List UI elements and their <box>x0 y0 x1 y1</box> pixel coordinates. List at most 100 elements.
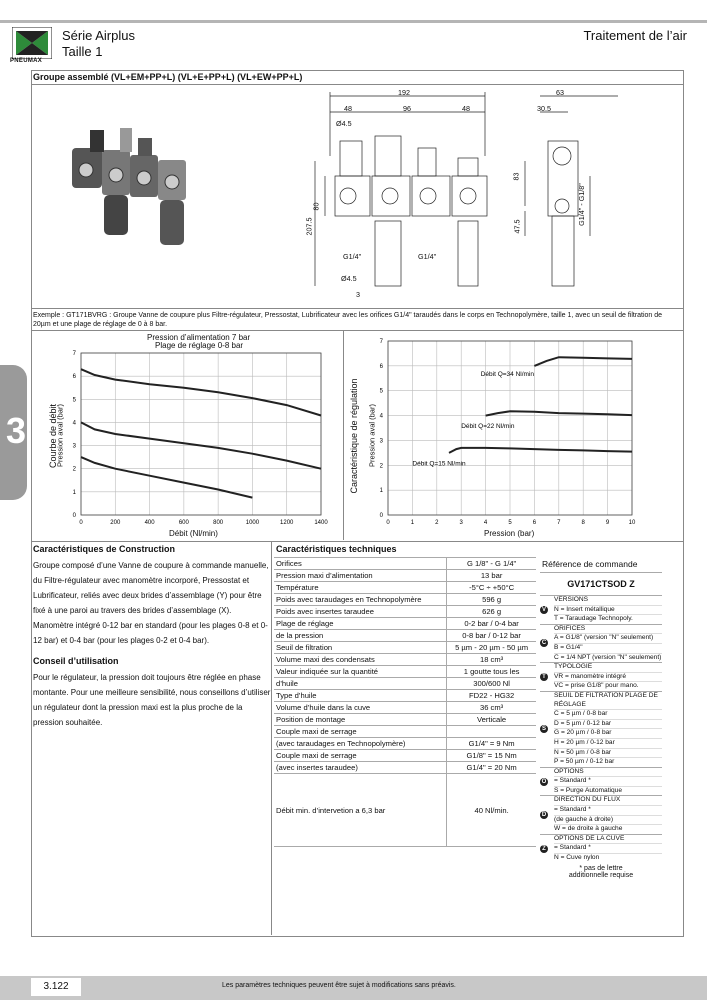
dim-port-left: G1/4" <box>343 252 362 261</box>
footer-bar <box>0 976 707 1000</box>
spec-value: 1 goutte tous les <box>446 665 536 678</box>
y-tick-label: 0 <box>73 513 77 519</box>
construction-text: Groupe composé d’une Vanne de coupure à … <box>33 561 269 645</box>
x-tick-label: 0 <box>79 520 83 526</box>
dim-96: 96 <box>403 104 411 113</box>
spec-value: 13 bar <box>446 569 536 582</box>
reference-badge: Z <box>540 844 548 853</box>
advice-text: Pour le régulateur, la pression doit tou… <box>33 673 271 727</box>
x-tick-label: 8 <box>582 520 586 526</box>
x-tick-label: 3 <box>460 520 464 526</box>
y-tick-label: 7 <box>380 339 384 345</box>
series-line <box>80 368 322 417</box>
section-title: Groupe assemblé (VL+EM+PP+L) (VL+E+PP+L)… <box>33 72 303 82</box>
brand-label: PNEUMAX <box>10 58 43 64</box>
y-tick-label: 4 <box>73 420 77 426</box>
reference-note-2: additionnelle requise <box>568 871 634 879</box>
x-tick-label: 1200 <box>280 520 294 526</box>
y-tick-label: 5 <box>73 397 77 403</box>
reference-badge: D <box>540 811 548 820</box>
product-image <box>72 128 186 245</box>
regulation-chart: Caractéristique de régulation Pression a… <box>344 331 682 540</box>
divider <box>31 330 683 331</box>
series-line <box>80 456 253 499</box>
spec-label: (avec insertes taraudee) <box>274 761 447 774</box>
flow-chart: Pression d’alimentation 7 bar Plage de r… <box>31 331 343 540</box>
x-tick-label: 800 <box>213 520 224 526</box>
dim-192: 192 <box>398 88 410 97</box>
y-tick-label: 2 <box>380 463 384 469</box>
x-tick-label: 400 <box>145 520 156 526</box>
spec-value: -5°C ÷ +50°C <box>446 581 536 594</box>
divider <box>31 308 683 309</box>
chart1-subtitle: Plage de réglage 0-8 bar <box>155 341 244 350</box>
reference-option: B = G1/4" <box>554 642 662 653</box>
chart1-xlabel: Débit (Nl/min) <box>169 529 218 538</box>
x-tick-label: 9 <box>606 520 610 526</box>
plot-frame <box>387 340 633 516</box>
reference-badge: T <box>540 673 548 682</box>
y-tick-label: 2 <box>73 467 77 473</box>
reference-group-title: VERSIONS <box>554 596 589 603</box>
spec-label: Volume maxi des condensats <box>274 653 447 666</box>
size-title: Taille 1 <box>62 44 103 59</box>
spec-label: Plage de réglage <box>274 617 447 630</box>
dim-80: 80 <box>311 202 321 211</box>
dimension-drawing <box>314 92 618 287</box>
chart2-xlabel: Pression (bar) <box>484 529 535 538</box>
divider <box>343 331 344 540</box>
y-tick-label: 1 <box>380 488 384 494</box>
spec-label: Poids avec insertes taraudee <box>274 605 447 618</box>
spec-label: Couple maxi de serrage <box>274 749 447 762</box>
dim-3: 3 <box>356 290 360 299</box>
header-rule <box>0 20 707 23</box>
reference-badge: C <box>540 639 548 648</box>
series-line <box>80 421 322 470</box>
reference-option: T = Taraudage Technopoly. <box>554 614 662 624</box>
chart1-title: Pression d’alimentation 7 bar <box>147 333 251 342</box>
reference-note-1: * pas de lettre <box>579 864 623 872</box>
spec-value: 300/600 Nl <box>446 677 536 690</box>
reference-group-title: OPTIONS <box>554 767 584 775</box>
reference-option: C = 1/4 NPT (version "N" seulement) <box>554 652 662 661</box>
spec-row: (avec taraudages en Technopolymère)G1/4"… <box>274 737 536 750</box>
reference-option: C = 5 µm / 0-8 bar <box>554 709 662 719</box>
example-text: Exemple : GT171BVRG : Groupe Vanne de co… <box>33 312 663 328</box>
reference-group-title: SEUIL DE FILTRATION PLAGE DE RÉGLAGE <box>554 691 658 708</box>
construction-title: Caractéristiques de Construction <box>33 544 176 554</box>
reference-option: (de gauche à droite) <box>554 814 662 825</box>
page-number: 3.122 <box>31 978 81 996</box>
spec-label: Position de montage <box>274 713 447 726</box>
x-tick-label: 0 <box>386 520 390 526</box>
x-tick-label: 7 <box>557 520 561 526</box>
footer-note: Les paramètres techniques peuvent être s… <box>222 982 456 989</box>
divider <box>271 541 272 935</box>
x-tick-label: 200 <box>110 520 121 526</box>
dim-48-left: 48 <box>344 104 352 113</box>
reference-badge: O <box>540 777 548 786</box>
y-tick-label: 3 <box>73 444 77 450</box>
spec-value: 596 g <box>446 593 536 606</box>
x-tick-label: 4 <box>484 520 488 526</box>
advice-title: Conseil d’utilisation <box>33 656 119 666</box>
chapter-tab <box>0 365 27 500</box>
content-frame <box>31 70 684 937</box>
x-tick-label: 6 <box>533 520 537 526</box>
dim-port-right: G1/4" <box>418 252 437 261</box>
y-tick-label: 5 <box>380 389 384 395</box>
